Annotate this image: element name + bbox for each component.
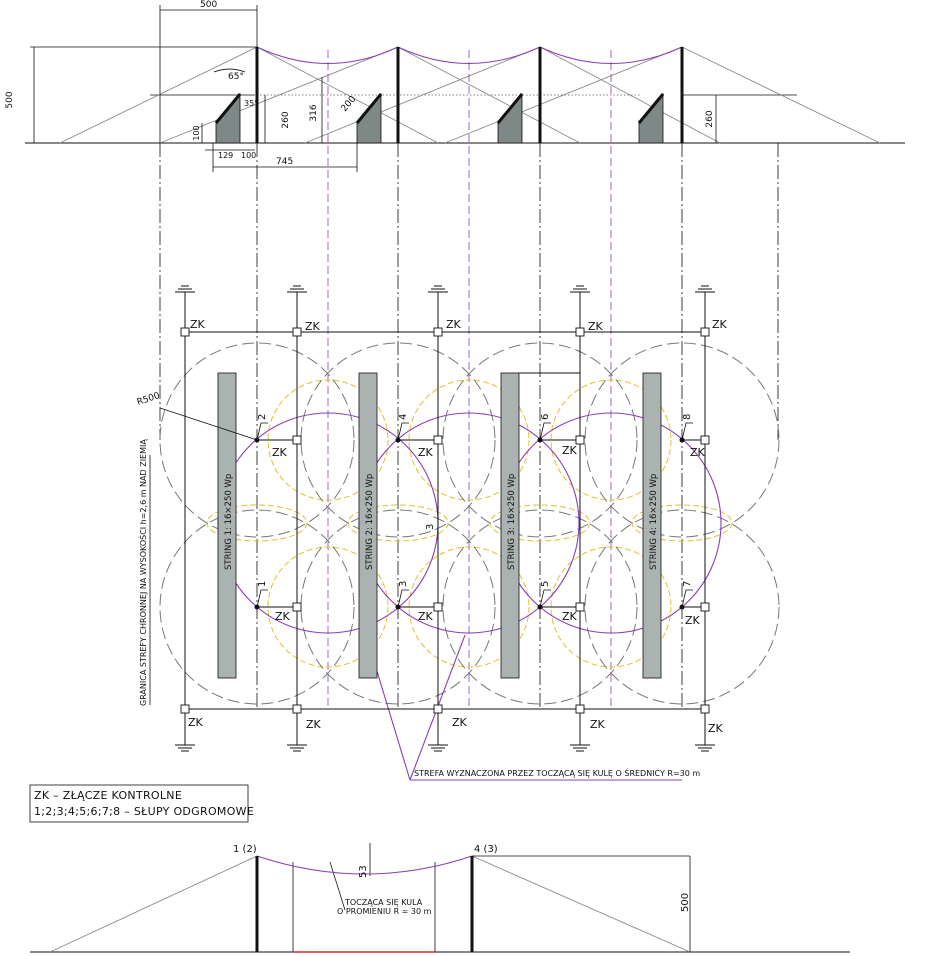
section-verticals (292, 843, 691, 952)
section-height-dim: 500 (680, 893, 691, 912)
zk-labels: ZK ZK ZK ZK ZK ZK ZK ZK ZK ZK ZK ZK ZK Z… (188, 318, 728, 735)
zk-label: ZK (588, 320, 604, 333)
masts-elevation (255, 47, 684, 143)
earthing-grid (184, 292, 708, 745)
section-view: 1 (2) 4 (3) 53 TOCZĄCA SIĘ KULA O PROMIE… (30, 843, 850, 953)
elevation-view: 500 500 65° 35° 200 316 260 260 100 129 … (5, 0, 905, 172)
pole-number-6: 6 (540, 414, 551, 420)
pole-number-8: 8 (682, 414, 693, 420)
dim-316: 316 (309, 104, 319, 121)
zk-label: ZK (712, 318, 728, 331)
string-4-panel (642, 372, 662, 679)
zk-label: ZK (272, 446, 288, 459)
legend: ZK – ZŁĄCZE KONTROLNE 1;2;3;4;5;6;7;8 – … (29, 784, 254, 823)
zk-label: ZK (306, 718, 322, 731)
zk-label: ZK (275, 610, 291, 623)
string-3-panel (500, 372, 520, 679)
projection-lines (159, 143, 779, 710)
dim-260-right: 260 (705, 110, 715, 127)
plan-view: STRING 1: 16×250 Wp STRING 2: 16×250 Wp … (136, 285, 780, 781)
string-4-label: STRING 4: 16×250 Wp (649, 474, 659, 570)
zk-label: ZK (190, 318, 206, 331)
zk-label: ZK (685, 614, 701, 627)
string-panels (217, 372, 662, 679)
zk-label: ZK (418, 446, 434, 459)
pole-number-5: 5 (540, 581, 551, 587)
string-2-panel (358, 372, 378, 679)
dim-panel-200: 200 (340, 94, 359, 114)
string-1-panel (217, 372, 237, 679)
legend-line-1: ZK – ZŁĄCZE KONTROLNE (34, 789, 182, 802)
pole-number-3: 3 (398, 581, 409, 587)
zk-label: ZK (452, 716, 468, 729)
poles-plan (254, 437, 685, 610)
section-catenary (256, 855, 473, 875)
angle-35: 35° (244, 99, 258, 108)
dim-129: 129 (218, 151, 233, 160)
zk-label: ZK (590, 718, 606, 731)
zk-label: ZK (305, 320, 321, 333)
dim-height-500: 500 (5, 91, 15, 108)
catenary-wire (256, 46, 683, 64)
zone-border-label: GRANICA STREFY CHRONNEJ NA WYSOKOŚCI h=2… (137, 439, 148, 706)
dim-width-500: 500 (200, 0, 217, 10)
panels-elevation (214, 92, 665, 144)
mid-label-3: 3 (425, 524, 436, 530)
pole-number-7: 7 (682, 581, 693, 587)
zk-label: ZK (690, 446, 706, 459)
guy-lines (59, 46, 881, 144)
section-sphere-label-2: O PROMIENIU R = 30 m (337, 907, 432, 916)
section-guy-lines (49, 855, 691, 953)
legend-line-2: 1;2;3;4;5;6;7;8 – SŁUPY ODGROMOWE (34, 805, 254, 818)
elevation-dimensions (30, 5, 717, 172)
zk-label: ZK (562, 610, 578, 623)
section-pole-left: 1 (2) (233, 844, 257, 855)
zk-label: ZK (188, 716, 204, 729)
string-3-label: STRING 3: 16×250 Wp (507, 474, 517, 570)
dim-260-left: 260 (281, 111, 291, 128)
pole-number-1: 1 (257, 581, 268, 587)
pole-number-2: 2 (257, 414, 268, 420)
string-1-label: STRING 1: 16×250 Wp (224, 474, 234, 570)
pole-leaders (256, 422, 693, 608)
legend-box (29, 784, 249, 823)
zk-label: ZK (708, 722, 724, 735)
section-masts (255, 856, 474, 952)
zk-label: ZK (446, 318, 462, 331)
section-pole-right: 4 (3) (474, 844, 498, 855)
gray-zone-circles (159, 342, 780, 705)
angle-65: 65° (228, 72, 244, 82)
radius-leader (159, 407, 258, 441)
section-sag-dim: 53 (358, 865, 369, 878)
dim-745: 745 (276, 157, 293, 167)
earth-symbols (175, 285, 715, 752)
string-2-label: STRING 2: 16×250 Wp (365, 474, 375, 570)
section-sphere-label-1: TOCZĄCA SIĘ KULA (344, 898, 423, 907)
rolling-zone-label: STREFA WYZNACZONA PRZEZ TOCZĄCĄ SIĘ KULĘ… (414, 767, 700, 778)
dim-100-width: 100 (241, 151, 256, 160)
zk-label: ZK (562, 444, 578, 457)
radius-label: R500 (136, 391, 162, 408)
zk-label: ZK (418, 610, 434, 623)
zk-boxes (180, 327, 710, 714)
pole-numbers: 2 4 6 8 1 3 5 7 3 (257, 414, 693, 587)
dim-100-height: 100 (192, 125, 201, 140)
pole-number-4: 4 (398, 414, 409, 420)
